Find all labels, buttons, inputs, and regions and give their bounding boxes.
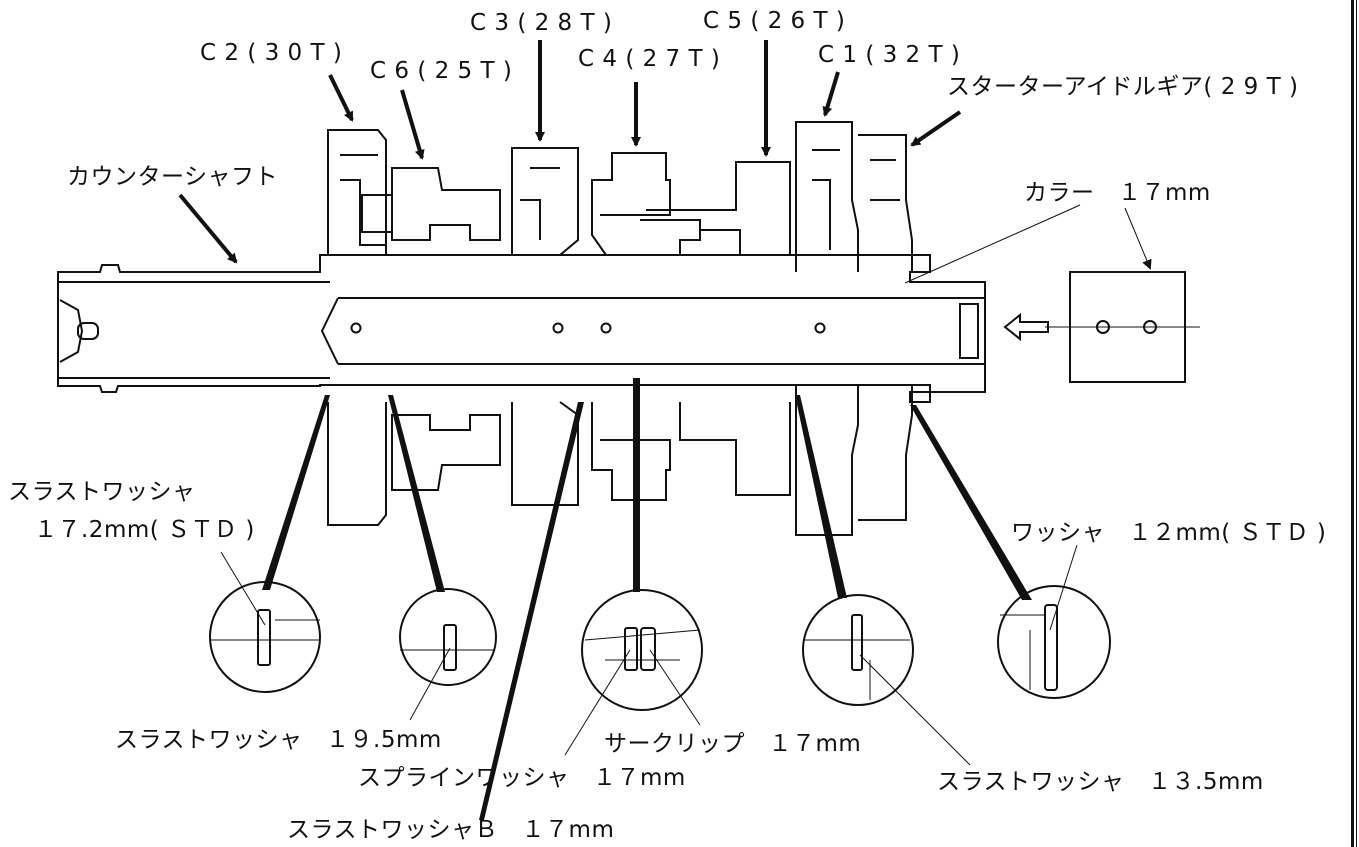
- label-c6: C 6 ( 2 5 T ): [370, 58, 513, 84]
- gear-c4: [591, 152, 701, 256]
- label-c4: C 4 ( 2 7 T ): [578, 46, 721, 72]
- label-c1: C 1 ( 3 2 T ): [818, 42, 961, 68]
- countershaft: [57, 254, 986, 403]
- frame-border-inner: [1356, 0, 1357, 847]
- gear-c6: [361, 167, 501, 241]
- label-arrows: [178, 40, 962, 264]
- label-thrust-washer-b-17: スラストワッシャＢ １７mm: [287, 817, 615, 843]
- collar: [1003, 271, 1200, 383]
- label-washer-12: ワッシャ １２mm( ＳＴＤ ): [1011, 520, 1327, 546]
- frame-border: [1351, 0, 1354, 847]
- label-thrust-washer-17-2-size: １７.2mm( ＳＴＤ ): [34, 517, 255, 543]
- label-spline-washer-17: スプラインワッシャ １７mm: [358, 765, 686, 791]
- thin-leaders: [220, 204, 1152, 766]
- gear-starter-idle: [858, 134, 913, 272]
- label-thrust-washer-17-2: スラストワッシャ: [8, 479, 196, 505]
- label-countershaft: カウンターシャフト: [67, 164, 279, 190]
- label-starter-idle-gear: スターターアイドルギア( 2 9 T ): [947, 74, 1299, 100]
- label-c5: C 5 ( 2 6 T ): [703, 8, 846, 34]
- label-circlip-17: サークリップ １７mm: [604, 731, 862, 757]
- gear-c2: [327, 129, 387, 255]
- label-thrust-washer-13-5: スラストワッシャ １３.5mm: [937, 769, 1264, 795]
- label-collar: カラー １７mm: [1024, 180, 1211, 206]
- gear-c3: [511, 147, 579, 256]
- label-thrust-washer-19-5: スラストワッシャ １９.5mm: [115, 727, 442, 753]
- gear-c1: [795, 121, 859, 272]
- label-c2: C 2 ( 3 0 T ): [200, 40, 343, 66]
- label-c3: C 3 ( 2 8 T ): [470, 10, 613, 36]
- detail-circles: [209, 581, 1111, 711]
- detail-leaders: [262, 378, 1032, 820]
- gear-c5: [646, 161, 791, 255]
